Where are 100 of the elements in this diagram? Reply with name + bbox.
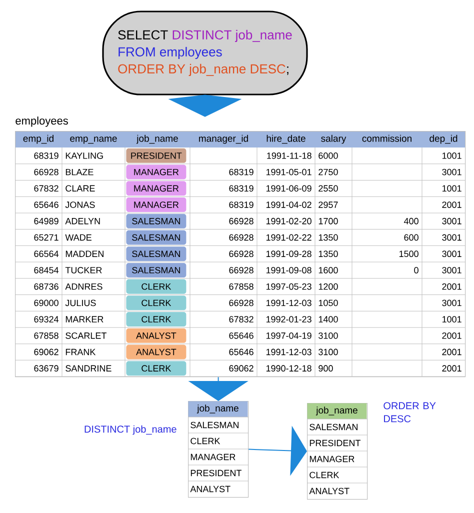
data-value: 3100: [318, 332, 338, 339]
data-value: 1001: [442, 152, 462, 159]
job-highlight: CLERK: [126, 279, 186, 294]
job-highlight: CLERK: [126, 361, 186, 376]
data-value: 1997-04-19: [266, 332, 312, 339]
column-header: hire_date: [266, 134, 306, 144]
data-value: 68319: [34, 152, 58, 159]
data-value: 1600: [318, 267, 338, 274]
data-value: 68736: [34, 283, 58, 290]
data-value: 2001: [442, 202, 462, 208]
data-value: MANAGER: [190, 454, 236, 460]
data-value: 2001: [442, 348, 462, 356]
data-value: 0: [414, 267, 418, 274]
data-value: SANDRINE: [66, 365, 112, 372]
step-label: DISTINCT job_name: [84, 425, 176, 435]
data-value: TUCKER: [65, 267, 102, 274]
job-highlight: MANAGER: [126, 164, 186, 180]
data-value: 67858: [34, 332, 58, 339]
job-highlight: SALESMAN: [126, 214, 186, 228]
data-value: 66564: [34, 250, 59, 258]
query-bubble: SELECT DISTINCT job_name FROM employees ORDER BY job_name DESC;: [102, 10, 308, 96]
data-value: 66928: [229, 267, 254, 274]
data-value: 69062: [229, 365, 254, 372]
data-value: 3001: [442, 168, 462, 176]
data-value: 66928: [229, 218, 254, 224]
step-label: ORDER BY DESC: [384, 402, 436, 422]
data-value: 2957: [318, 202, 338, 208]
data-value: 64989: [34, 218, 58, 224]
result-table: [306, 402, 436, 500]
data-value: MANAGER: [310, 456, 354, 462]
data-value: 63679: [34, 365, 58, 372]
column-header: emp_id: [23, 134, 54, 144]
data-value: BLAZE: [66, 168, 94, 176]
data-value: 1050: [318, 300, 338, 306]
data-value: 69324: [34, 316, 59, 322]
column-header: job_name: [136, 134, 178, 144]
node-label: employees: [16, 116, 68, 127]
data-value: 2550: [318, 185, 338, 192]
data-value: 1400: [318, 316, 338, 322]
data-value: 600: [404, 234, 418, 241]
job-highlight: ANALYST: [126, 344, 186, 360]
column-header: manager_id: [199, 134, 248, 144]
data-value: CLERK: [190, 438, 220, 444]
data-value: 1991-06-09: [266, 185, 312, 192]
data-value: 3001: [442, 218, 462, 224]
data-value: WADE: [65, 234, 92, 241]
data-value: 1991-12-03: [266, 300, 312, 306]
job-highlight: SALESMAN: [126, 246, 186, 262]
data-value: KAYLING: [66, 152, 103, 159]
data-value: 2750: [318, 168, 338, 176]
job-highlight: ANALYST: [126, 328, 186, 343]
job-highlight: PRESIDENT: [126, 148, 186, 163]
data-value: 1500: [399, 250, 418, 258]
data-value: 65646: [34, 202, 58, 208]
data-value: MADDEN: [66, 250, 104, 257]
data-value: 67858: [229, 283, 254, 290]
data-value: 68454: [34, 267, 59, 274]
data-value: 68319: [229, 168, 254, 176]
data-value: MARKER: [66, 316, 104, 322]
data-value: 66928: [229, 300, 254, 306]
data-value: 2001: [442, 365, 462, 372]
data-value: ADNRES: [65, 283, 102, 290]
data-value: 1350: [318, 250, 338, 258]
result-table: [84, 401, 249, 498]
data-value: 1001: [442, 316, 462, 322]
data-value: SALESMAN: [310, 424, 358, 430]
job-highlight: CLERK: [126, 296, 186, 310]
data-value: 1991-12-03: [266, 348, 312, 356]
data-value: 2001: [442, 283, 462, 290]
data-value: 69062: [34, 348, 58, 356]
data-value: 68319: [229, 202, 254, 208]
data-value: 400: [404, 218, 418, 224]
data-value: 3001: [442, 234, 462, 241]
data-value: 1991-04-02: [266, 202, 312, 208]
data-value: 67832: [34, 185, 58, 192]
data-value: 1997-05-23: [266, 283, 312, 290]
data-value: 3001: [442, 300, 462, 306]
column-header: job_name: [196, 404, 238, 414]
data-value: CLARE: [66, 185, 95, 192]
data-value: ADELYN: [65, 218, 100, 224]
column-header: salary: [321, 134, 346, 144]
job-highlight: CLERK: [126, 312, 186, 327]
job-highlight: MANAGER: [126, 198, 186, 212]
column-header: job_name: [316, 406, 358, 416]
data-value: 69000: [34, 300, 58, 306]
data-value: 6000: [318, 152, 338, 159]
data-value: JULIUS: [65, 300, 96, 306]
data-value: 68319: [229, 185, 254, 192]
data-value: 66928: [229, 234, 254, 241]
data-value: ANALYST: [190, 486, 230, 492]
data-value: 65646: [229, 348, 254, 356]
data-value: SCARLET: [66, 332, 106, 339]
column-header: commission: [362, 134, 412, 142]
data-value: ANALYST: [309, 488, 350, 494]
data-value: 1991-11-18: [267, 152, 312, 159]
data-value: 1992-01-23: [266, 316, 312, 322]
data-value: 66928: [229, 250, 254, 258]
data-value: PRESIDENT: [310, 440, 360, 446]
job-highlight: SALESMAN: [126, 262, 186, 278]
data-value: 900: [318, 365, 333, 372]
